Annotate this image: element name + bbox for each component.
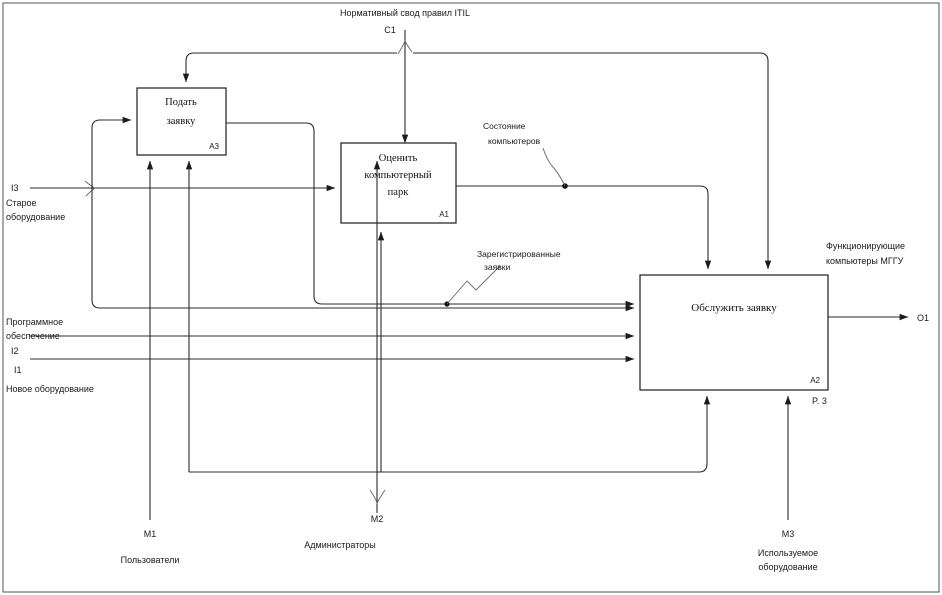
input-i3-code: I3 (11, 183, 19, 193)
output-o1-code: O1 (917, 313, 929, 323)
activity-a3-title-line2: заявку (167, 116, 197, 127)
activity-a1-title-line2: компьютерный (364, 170, 432, 181)
annotation-registered-requests-line2: заявки (484, 262, 510, 272)
activity-a2-id: A2 (810, 376, 820, 385)
input-i2-label-line1: Программное (6, 317, 63, 327)
input-i3-label-line2: оборудование (6, 212, 65, 222)
flow-registered-requests (226, 122, 635, 308)
flow-control-c1 (182, 30, 772, 270)
annotation-computer-state-line1: Состояние (483, 121, 526, 131)
mechanism-m2-code: M2 (371, 514, 384, 524)
mechanism-m1-label: Пользователи (121, 555, 180, 565)
activity-box-a2[interactable] (639, 274, 829, 391)
mechanism-m3-label-line2: оборудование (758, 562, 817, 572)
control-c1-label: Нормативный свод правил ITIL (340, 8, 470, 18)
mechanism-m3-label-line1: Используемое (758, 548, 818, 558)
mechanism-m3-code: M3 (782, 529, 795, 539)
activity-box-a3[interactable] (136, 87, 227, 156)
activity-a1-title-line1: Оценить (379, 153, 418, 164)
activity-a1-title-line3: парк (388, 187, 410, 198)
flow-mechanism-m2 (185, 160, 711, 513)
mechanism-m1-code: M1 (144, 529, 157, 539)
activity-a2-title: Обслужить заявку (691, 302, 777, 314)
activity-a1-id: A1 (439, 210, 449, 219)
input-i2-label-line2: обеспечение (6, 331, 60, 341)
page-reference: P. 3 (812, 396, 827, 406)
annotation-registered-requests-line1: Зарегистрированные (477, 249, 561, 259)
input-i1-code: I1 (14, 365, 22, 375)
input-i3-label-line1: Старое (6, 198, 37, 208)
flow-input-i3 (30, 116, 635, 312)
input-i2-code: I2 (11, 346, 19, 356)
control-c1-code: C1 (384, 25, 396, 35)
activity-box-a1[interactable] (340, 142, 457, 224)
output-o1-label-line2: компьютеры МГГУ (826, 256, 904, 266)
flow-computer-state (456, 147, 712, 270)
activity-a3-id: A3 (209, 142, 219, 151)
output-o1-label-line1: Функционирующие (826, 241, 905, 251)
mechanism-m2-label: Администраторы (304, 540, 375, 550)
activity-a3-title-line1: Подать (165, 97, 197, 108)
annotation-computer-state-line2: компьютеров (488, 136, 541, 146)
input-i1-label-line1: Новое оборудование (6, 384, 94, 394)
